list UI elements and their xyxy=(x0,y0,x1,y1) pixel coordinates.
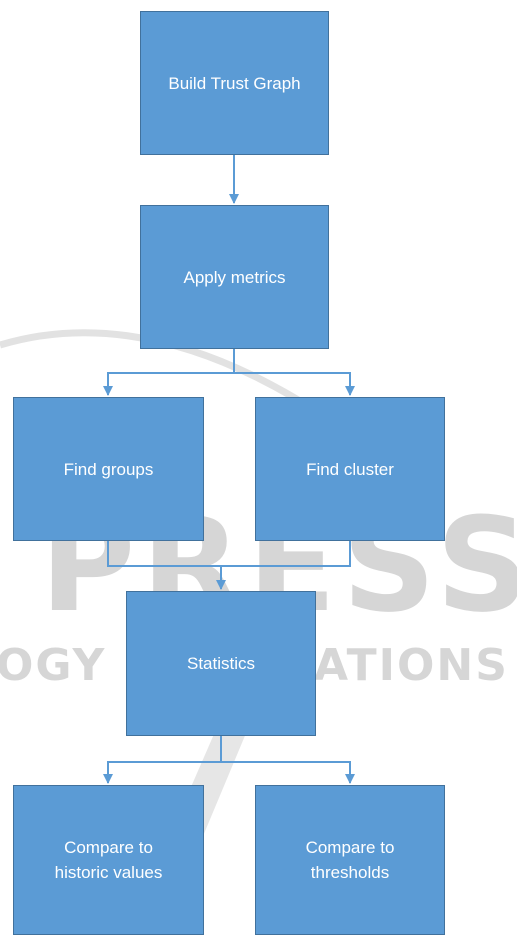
edge-apply-to-cluster xyxy=(234,372,355,396)
edge-stats-to-historic xyxy=(103,761,221,784)
node-find-cluster: Find cluster xyxy=(255,397,445,541)
node-compare-thresholds: Compare to thresholds xyxy=(255,785,445,935)
node-find-groups: Find groups xyxy=(13,397,204,541)
edge-groups-to-stats xyxy=(107,541,221,567)
node-build-trust-graph: Build Trust Graph xyxy=(140,11,329,155)
edge-apply-to-groups xyxy=(103,372,234,396)
edge-stats-to-thresholds xyxy=(221,761,355,784)
node-apply-metrics: Apply metrics xyxy=(140,205,329,349)
edge-cluster-to-stats xyxy=(221,541,351,567)
node-statistics: Statistics xyxy=(126,591,316,736)
node-compare-historic: Compare to historic values xyxy=(13,785,204,935)
